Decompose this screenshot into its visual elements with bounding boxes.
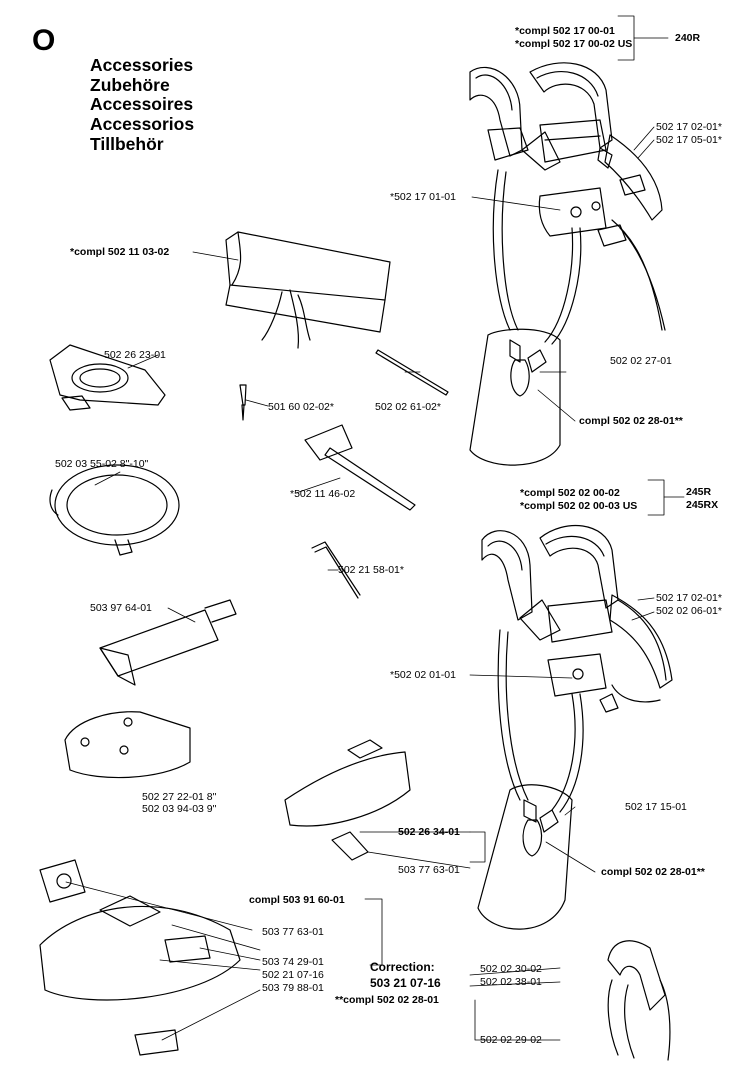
label-compl-245-2: *compl 502 02 00-03 US (520, 500, 638, 512)
label-part-502-17-01-01: *502 17 01-01 (390, 191, 456, 203)
label-part-502-02-06-01: 502 02 06-01* (656, 605, 722, 617)
title-french: Accessoires (90, 94, 194, 115)
lower-harness-hook-illustration (607, 940, 671, 1061)
label-compl-503-91-60-01: compl 503 91 60-01 (249, 894, 345, 906)
label-part-502-02-29-02: 502 02 29-02 (480, 1034, 542, 1046)
label-compl-240r-1: *compl 502 17 00-01 (515, 25, 615, 37)
label-part-502-17-15-01: 502 17 15-01 (625, 801, 687, 813)
label-part-501-60-02-02: 501 60 02-02* (268, 401, 334, 413)
label-compl-240r-2: *compl 502 17 00-02 US (515, 38, 633, 50)
title-swedish: Tillbehör (90, 133, 164, 154)
title-german: Zubehöre (90, 74, 170, 95)
label-part-503-74-29-01: 503 74 29-01 (262, 956, 324, 968)
label-correction-part: 503 21 07-16 (370, 976, 441, 990)
saw-blade-guard-illustration (39, 859, 241, 1056)
section-letter: O (32, 24, 56, 57)
label-part-502-03-55-02: 502 03 55-02 8"-10" (55, 458, 149, 470)
grease-tube-illustration (99, 599, 237, 686)
rod-illustration (375, 349, 449, 396)
label-correction-title: Correction: (370, 960, 435, 974)
label-part-502-21-58-01: 502 21 58-01* (338, 564, 404, 576)
blade-guard-illustration (64, 711, 191, 779)
guard-plate-illustration (49, 344, 166, 411)
combination-spanner-illustration (304, 424, 416, 511)
label-part-503-97-64-01: 503 97 64-01 (90, 602, 152, 614)
grass-guard-illustration (284, 739, 411, 861)
label-part-502-02-27-01: 502 02 27-01 (610, 355, 672, 367)
label-part-502-26-23-01: 502 26 23-01 (104, 349, 166, 361)
label-compl-502-02-28-01-bottom: **compl 502 02 28-01 (335, 994, 439, 1006)
trimmer-guard-illustration (49, 464, 180, 556)
label-model-245r: 245R (686, 486, 712, 498)
pin-illustration (239, 384, 247, 421)
label-model-245rx: 245RX (686, 499, 719, 511)
label-compl-502-02-28-01-mid: compl 502 02 28-01** (601, 866, 705, 878)
label-compl-245-1: *compl 502 02 00-02 (520, 487, 620, 499)
label-part-502-27-22-01: 502 27 22-01 8" (142, 791, 217, 803)
label-part-502-17-05-01: 502 17 05-01* (656, 134, 722, 146)
label-part-502-21-07-16: 502 21 07-16 (262, 969, 324, 981)
label-part-502-02-01-01: *502 02 01-01 (390, 669, 456, 681)
harness-240r-illustration (469, 62, 666, 466)
label-part-502-17-02-01-mid: 502 17 02-01* (656, 592, 722, 604)
harness-245r-illustration (477, 525, 673, 930)
leader-lines (65, 15, 685, 1041)
label-part-502-02-30-02: 502 02 30-02 (480, 963, 542, 975)
label-part-502-26-34-01: 502 26 34-01 (398, 826, 460, 838)
label-part-503-77-63-01-b: 503 77 63-01 (262, 926, 324, 938)
title-spanish: Accessorios (90, 114, 195, 135)
label-model-240r: 240R (675, 32, 701, 44)
hex-key-illustration (311, 541, 361, 599)
label-part-502-02-61-02: 502 02 61-02* (375, 401, 441, 413)
label-part-502-11-46-02: *502 11 46-02 (290, 488, 356, 500)
title-english: Accessories (90, 55, 194, 75)
carrying-bag-illustration (225, 231, 391, 349)
label-compl-502-11-03-02: *compl 502 11 03-02 (70, 246, 170, 258)
label-part-503-77-63-01-a: 503 77 63-01 (398, 864, 460, 876)
label-part-502-17-02-01-top: 502 17 02-01* (656, 121, 722, 133)
section-titles: Accessories Zubehöre Accessoires Accesso… (90, 55, 195, 155)
label-part-503-79-88-01: 503 79 88-01 (262, 982, 324, 994)
label-compl-502-02-28-01-top: compl 502 02 28-01** (579, 415, 683, 427)
label-part-502-02-38-01: 502 02 38-01 (480, 976, 542, 988)
label-part-502-03-94-03: 502 03 94-03 9" (142, 803, 217, 815)
